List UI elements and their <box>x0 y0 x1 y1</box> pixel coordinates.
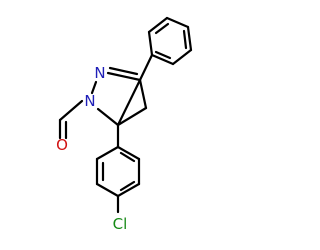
formyl-group <box>58 99 84 140</box>
bond <box>108 66 139 76</box>
molecule-canvas: N N O Cl <box>56 16 193 233</box>
bond <box>171 48 193 66</box>
bond <box>96 107 120 127</box>
bond <box>106 71 142 82</box>
bond <box>147 16 169 34</box>
atom-label-nitrogen-ring: N <box>84 92 95 110</box>
bond <box>119 151 136 163</box>
atom-label-nitrogen-top: N <box>94 64 105 82</box>
chlorophenyl-ring <box>95 123 141 214</box>
bond <box>150 53 175 66</box>
bond <box>119 180 136 192</box>
bond <box>147 30 154 57</box>
bond <box>186 25 193 52</box>
bond <box>116 78 142 127</box>
bond <box>90 80 98 95</box>
bond <box>95 145 120 161</box>
bond <box>138 78 148 110</box>
phenyl-ring-top <box>147 16 193 66</box>
bond <box>138 53 154 82</box>
pyrazoline-ring <box>90 53 154 127</box>
bond <box>116 182 141 198</box>
bond <box>116 145 141 161</box>
bond <box>182 29 188 50</box>
bond <box>154 50 172 60</box>
atom-label-chlorine: Cl <box>113 215 128 233</box>
bond <box>95 182 120 198</box>
bond <box>116 106 148 127</box>
structure-diagram: N N O Cl <box>56 16 193 233</box>
atom-label-oxygen: O <box>56 136 68 154</box>
bond <box>58 99 84 122</box>
bond <box>165 16 190 29</box>
bond <box>154 22 170 35</box>
